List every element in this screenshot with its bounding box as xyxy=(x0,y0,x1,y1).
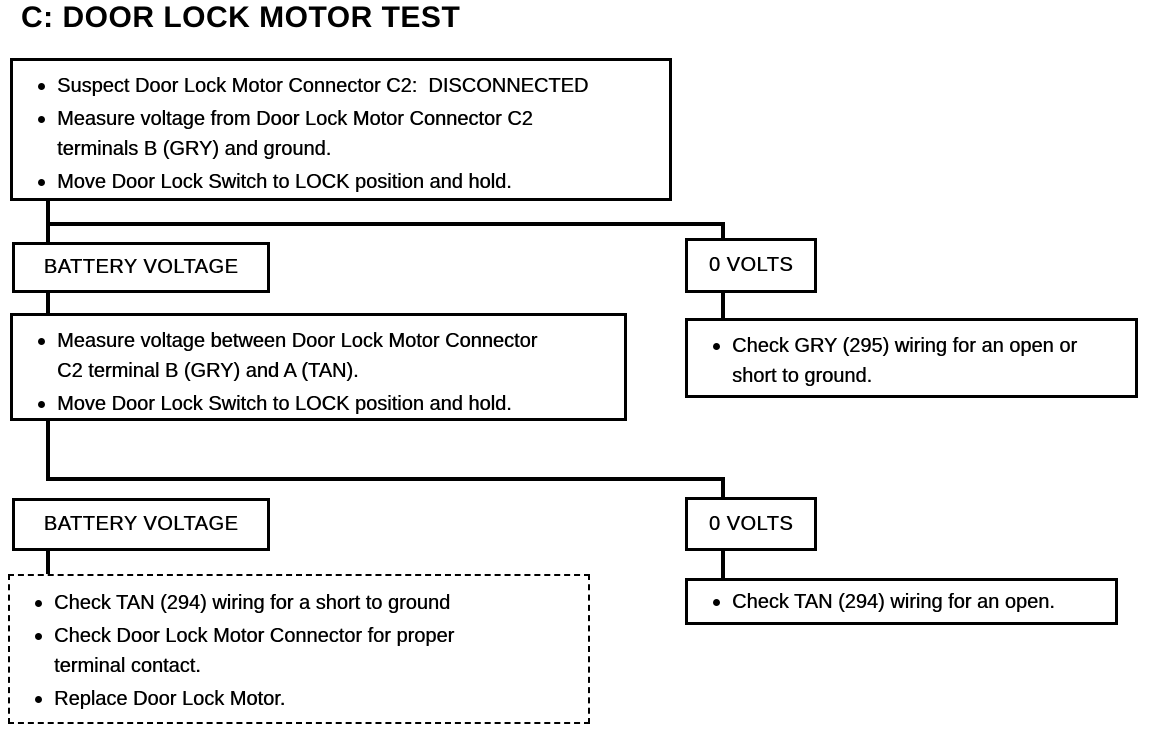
connector-volts1-to-action-gry xyxy=(721,291,725,318)
step1-bullet-list: Suspect Door Lock Motor Connector C2: DI… xyxy=(27,71,659,197)
result-label: BATTERY VOLTAGE xyxy=(43,256,239,278)
step2-bullet-list: Measure voltage between Door Lock Motor … xyxy=(27,326,614,419)
connector-branch2-horizontal xyxy=(46,477,725,481)
result-label: 0 VOLTS xyxy=(708,512,794,535)
connector-branch2-to-volts2 xyxy=(721,477,725,498)
connector-battery2-to-action-tan-short xyxy=(46,549,50,574)
action-tan-short-bullet-list: Check TAN (294) wiring for a short to gr… xyxy=(24,588,578,714)
bullet-item: Suspect Door Lock Motor Connector C2: DI… xyxy=(27,71,659,101)
result1-zero-volts-box: 0 VOLTS xyxy=(685,238,817,293)
bullet-item: Check TAN (294) wiring for a short to gr… xyxy=(24,588,578,618)
result2-zero-volts-box: 0 VOLTS xyxy=(685,497,817,551)
action-gry-bullet-list: Check GRY (295) wiring for an open or sh… xyxy=(702,331,1125,391)
connector-branch1-horizontal xyxy=(46,222,725,226)
bullet-item: Check TAN (294) wiring for an open. xyxy=(702,587,1105,617)
connector-step2-to-battery2 xyxy=(46,418,50,480)
bullet-item: Check GRY (295) wiring for an open or sh… xyxy=(702,331,1125,391)
page-title: C: DOOR LOCK MOTOR TEST xyxy=(21,1,461,34)
step1-instructions-box: Suspect Door Lock Motor Connector C2: DI… xyxy=(10,58,672,201)
connector-step1-to-battery1 xyxy=(46,198,50,242)
bullet-item: Replace Door Lock Motor. xyxy=(24,684,578,714)
action-check-gry-wiring-box: Check GRY (295) wiring for an open or sh… xyxy=(685,318,1138,398)
result-label: BATTERY VOLTAGE xyxy=(43,513,239,535)
bullet-item: Measure voltage from Door Lock Motor Con… xyxy=(27,104,659,164)
connector-battery1-to-step2 xyxy=(46,291,50,313)
connector-branch1-to-volts1 xyxy=(721,222,725,238)
bullet-item: Check Door Lock Motor Connector for prop… xyxy=(24,621,578,681)
bullet-item: Measure voltage between Door Lock Motor … xyxy=(27,326,614,386)
step2-instructions-box: Measure voltage between Door Lock Motor … xyxy=(10,313,627,421)
action-check-tan-open-box: Check TAN (294) wiring for an open. xyxy=(685,578,1118,625)
result1-battery-voltage-box: BATTERY VOLTAGE xyxy=(12,242,270,293)
result2-battery-voltage-box: BATTERY VOLTAGE xyxy=(12,498,270,551)
result-label: 0 VOLTS xyxy=(708,254,794,276)
action-replace-motor-box: Check TAN (294) wiring for a short to gr… xyxy=(8,574,590,724)
bullet-item: Move Door Lock Switch to LOCK position a… xyxy=(27,389,614,419)
bullet-item: Move Door Lock Switch to LOCK position a… xyxy=(27,167,659,197)
connector-volts2-to-action-tan-open xyxy=(721,549,725,578)
action-tan-open-bullet-list: Check TAN (294) wiring for an open. xyxy=(702,587,1105,617)
